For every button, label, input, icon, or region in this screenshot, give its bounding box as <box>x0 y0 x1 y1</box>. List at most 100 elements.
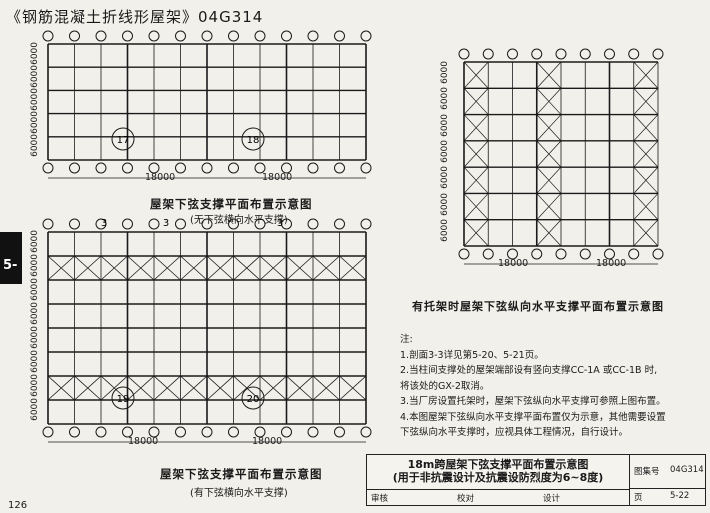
diagram-a-axis-bubble <box>175 162 186 174</box>
page-title: 《钢筋混凝土折线形屋架》04G314 <box>6 8 264 26</box>
diagram-b-brace-line <box>286 255 314 281</box>
atlas-number: 04G314 <box>670 465 704 475</box>
diagram-c-axis-bubble <box>482 48 494 60</box>
diagram-c-axis-bubble <box>579 248 591 260</box>
diagram-a-bay-label: 6000 <box>30 134 40 158</box>
section-mark-label: 19 <box>117 394 130 405</box>
diagram-a-caption: 屋架下弦支撑平面布置示意图 <box>150 197 313 211</box>
diagram-c-brace-line <box>633 193 659 220</box>
diagram-a-axis-bubble <box>334 30 345 42</box>
diagram-b-span-2: 18000 <box>252 436 283 447</box>
diagram-c-axis-bubble <box>458 248 470 260</box>
diagram-b-span-1: 18000 <box>128 436 159 447</box>
diagram-c-brace-line <box>633 114 659 142</box>
page-number-footer: 126 <box>8 500 28 511</box>
role-review: 审核 <box>371 494 389 504</box>
diagram-b-bay-label: 6000 <box>30 230 40 253</box>
diagram-c-axis-bubble <box>555 248 567 260</box>
section-tab <box>0 232 22 284</box>
diagram-a-axis-bubble <box>228 162 239 174</box>
note-item: 下弦纵向水平支撑时，应视具体工程情况，自行设计。 <box>400 427 629 438</box>
diagram-c-span-2: 18000 <box>596 258 627 269</box>
note-item: 4.本图屋架下弦纵向水平支撑平面布置仅为示意，其他需要设置 <box>400 411 666 423</box>
diagram-b-axis-bubble <box>360 426 372 438</box>
diagram-c-brace-line <box>536 140 562 168</box>
diagram-c-axis-bubble <box>555 48 567 60</box>
diagram-b-brace-line <box>339 375 367 401</box>
diagram-b-subcaption: (有下弦横向水平支撑) <box>190 488 288 499</box>
page-number: 5-22 <box>670 491 690 501</box>
diagram-c-axis-bubble <box>482 248 494 260</box>
diagram-b-brace-line <box>286 375 314 401</box>
diagram-a-span-1: 18000 <box>145 172 176 183</box>
diagram-b-axis-bubble <box>42 218 54 230</box>
diagram-a-axis-bubble <box>42 30 54 42</box>
diagram-c-brace-line <box>463 88 489 115</box>
section-mark <box>111 127 135 151</box>
diagram-b-axis-bubble <box>148 426 160 438</box>
diagram-b-bay-label: 6000 <box>30 350 40 373</box>
diagram-b-axis-bubble <box>175 218 186 230</box>
diagram-b-axis-bubble <box>42 426 54 438</box>
cut-mark-label: 3 <box>277 218 283 229</box>
diagram-a-axis-bubble <box>175 30 186 42</box>
role-check: 校对 <box>457 494 475 504</box>
diagram-a-bay-label: 6000 <box>30 41 40 65</box>
diagram-c-brace-line <box>536 219 562 247</box>
notes-heading: 注: <box>400 334 413 345</box>
diagram-c-axis-bubble <box>604 48 615 60</box>
diagram-a-axis-bubble <box>360 162 372 174</box>
diagram-a-axis-bubble <box>281 162 292 174</box>
diagram-a-bay-label: 6000 <box>30 111 40 135</box>
diagram-c-bay-label: 6000 <box>440 218 450 242</box>
title-block-atlas: 图集号 04G314 页 5-22 <box>629 455 706 505</box>
diagram-c-brace-line <box>536 61 562 89</box>
diagram-c-axis-bubble <box>604 248 615 260</box>
diagram-b-brace-line <box>100 375 128 401</box>
diagram-c-brace-line <box>463 219 489 247</box>
diagram-a-axis-bubble <box>201 162 213 174</box>
diagram-b-axis-bubble <box>201 218 213 230</box>
diagram-b-brace-line <box>339 255 367 281</box>
diagram-a-axis-bubble <box>201 30 213 42</box>
diagram-b-bay-label: 6000 <box>30 326 40 349</box>
diagram-c-bay-label: 6000 <box>440 113 450 137</box>
diagram-b-axis-bubble <box>148 218 160 230</box>
diagram-b-axis-bubble <box>201 426 213 438</box>
note-item: 1.剖面3-3详见第5-20、5-21页。 <box>400 349 544 361</box>
diagram-c-axis-bubble <box>531 48 543 60</box>
diagram-a-bay-label: 6000 <box>30 64 40 88</box>
diagram-a-axis-bubble <box>281 30 292 42</box>
diagram-a-axis-bubble <box>69 162 80 174</box>
diagram-c-axis-bubble <box>628 248 640 260</box>
diagram-b-brace-line <box>74 375 102 401</box>
diagram-c-axis-bubble <box>628 48 640 60</box>
diagram-b-axis-bubble <box>95 218 107 230</box>
section-tab-label: 5- <box>3 258 18 273</box>
diagram-b-brace-line <box>153 255 181 281</box>
section-mark-label: 18 <box>247 135 260 146</box>
diagram-c-axis-bubble <box>652 248 664 260</box>
diagram-a-axis-bubble <box>95 162 107 174</box>
diagram-b-brace-line <box>233 375 261 401</box>
diagram-a-axis-bubble <box>122 30 133 42</box>
diagram-c-brace-line <box>463 193 489 220</box>
diagram-b-bay-label: 6000 <box>30 398 40 421</box>
diagram-a-subcaption: (无下弦横向水平支撑) <box>190 215 288 226</box>
diagram-b-axis-bubble <box>254 218 266 230</box>
diagram-c-brace-line <box>536 166 562 194</box>
diagram-b-axis-bubble <box>122 426 133 438</box>
diagram-c-brace-line <box>633 219 659 247</box>
diagram-a-axis-bubble <box>122 162 133 174</box>
diagram-b-brace-line <box>206 375 234 401</box>
diagram-c-bay-label: 6000 <box>440 140 450 163</box>
note-item: 3.当厂房设置托架时，屋架下弦纵向水平支撑可参照上图布置。 <box>400 396 666 407</box>
section-mark <box>111 386 135 410</box>
title-block-subtitle: (用于非抗震设计及抗震设防烈度为6~8度) <box>392 471 604 484</box>
diagram-a-axis-bubble <box>334 162 345 174</box>
diagram-b-axis-bubble <box>307 426 319 438</box>
note-item: 将该处的GX-2取消。 <box>400 380 490 392</box>
diagram-b-axis-bubble <box>281 218 292 230</box>
title-block-main: 18m跨屋架下弦支撑平面布置示意图 (用于非抗震设计及抗震设防烈度为6~8度) <box>373 458 623 484</box>
diagram-b-bay-label: 6000 <box>30 254 40 277</box>
